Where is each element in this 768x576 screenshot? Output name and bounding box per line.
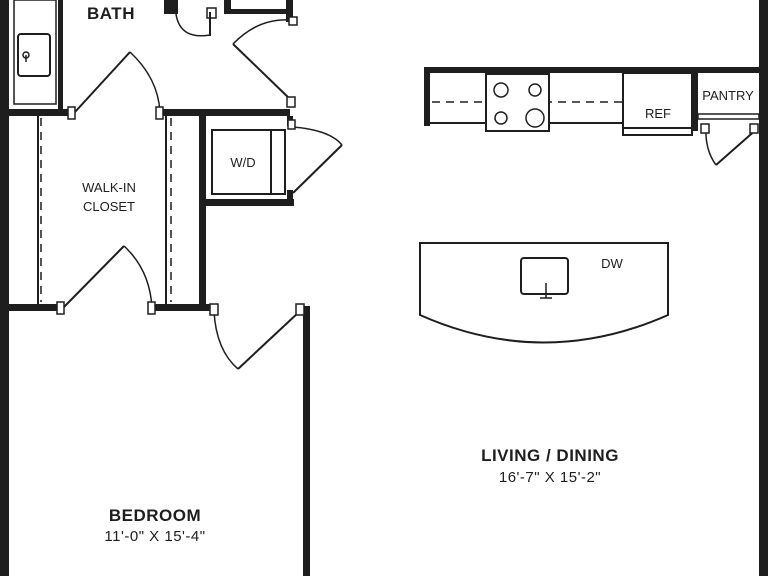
- bath-hall-door-swing: [232, 19, 291, 45]
- closet-wall-top-left: [9, 109, 71, 116]
- door-jamb: [286, 96, 296, 108]
- bath-entry-doors: [67, 16, 298, 120]
- closet-door-leaf-top: [74, 51, 131, 113]
- kitchen-island: DW: [419, 242, 669, 344]
- closet-door-swing-top: [129, 51, 161, 113]
- bath: BATH: [13, 0, 217, 105]
- laundry-wall-bottom: [206, 199, 294, 206]
- bath-stub-wall: [224, 0, 231, 14]
- door-jamb: [67, 106, 76, 120]
- pantry-label: PANTRY: [702, 88, 754, 103]
- door-jamb: [288, 16, 298, 26]
- kitchen: REF PANTRY: [424, 67, 760, 166]
- exterior-wall-left: [0, 0, 9, 576]
- island-sink-icon: [520, 257, 569, 295]
- living-dining: LIVING / DINING 16'-7" X 15'-2": [481, 446, 619, 486]
- door-jamb: [155, 106, 164, 120]
- bedroom-label: BEDROOM: [109, 506, 201, 525]
- closet-wall-top-right: [160, 109, 290, 116]
- laundry-jamb-bottom: [287, 190, 293, 206]
- bath-tub-corner: [164, 0, 178, 14]
- bath-stub-wall-top: [224, 9, 293, 14]
- bath-hall-door-leaf: [232, 43, 293, 102]
- burner-icon: [528, 83, 542, 97]
- closet-wall-right: [199, 109, 206, 311]
- laundry: W/D: [211, 119, 343, 195]
- door-jamb: [287, 119, 296, 130]
- closet-label: CLOSET: [83, 199, 135, 214]
- washer-dryer-box: [211, 129, 286, 195]
- bedroom: BEDROOM 11'-0" X 15'-4": [104, 303, 305, 545]
- closet-door-swing-bottom: [123, 245, 153, 309]
- laundry-door-leaf: [292, 144, 343, 194]
- door-jamb: [295, 303, 305, 316]
- bedroom-door-leaf: [237, 311, 300, 370]
- refrigerator-box: [622, 72, 693, 136]
- burner-icon: [494, 111, 508, 125]
- pantry-door-leaf: [715, 127, 759, 166]
- closet-wall-bottom-left: [9, 304, 61, 311]
- walk-in-label: WALK-IN: [82, 180, 136, 195]
- bedroom-door-swing: [213, 310, 239, 370]
- burner-icon: [525, 108, 545, 128]
- door-jamb: [749, 123, 759, 134]
- kitchen-side-wall: [424, 67, 430, 126]
- dishwasher-label: DW: [601, 256, 623, 271]
- bath-sink-icon: [17, 33, 51, 77]
- refrigerator-label: REF: [645, 106, 671, 121]
- bath-door-jamb: [206, 7, 217, 19]
- door-jamb: [700, 123, 710, 134]
- living-dining-label: LIVING / DINING: [481, 446, 619, 465]
- door-jamb: [147, 301, 156, 315]
- living-dining-dimensions: 16'-7" X 15'-2": [499, 469, 601, 486]
- bath-wall-left: [58, 0, 63, 112]
- closet-door-leaf-bottom: [62, 245, 125, 309]
- exterior-wall-right: [759, 0, 768, 576]
- pantry-wall: [692, 67, 698, 131]
- bedroom-wall-right: [303, 306, 310, 576]
- laundry-door-swing: [292, 126, 343, 146]
- door-jamb: [56, 301, 65, 315]
- bath-label: BATH: [87, 4, 135, 23]
- door-jamb: [209, 303, 219, 316]
- washer-dryer-label: W/D: [230, 155, 255, 170]
- closet-wall-bottom-right: [152, 304, 212, 311]
- pantry-shelf: [697, 113, 760, 120]
- walk-in-closet: WALK-IN CLOSET: [37, 116, 172, 315]
- bedroom-dimensions: 11'-0" X 15'-4": [104, 528, 205, 545]
- bath-door-swing: [175, 13, 211, 37]
- kitchen-back-wall: [424, 67, 759, 73]
- burner-icon: [493, 82, 509, 98]
